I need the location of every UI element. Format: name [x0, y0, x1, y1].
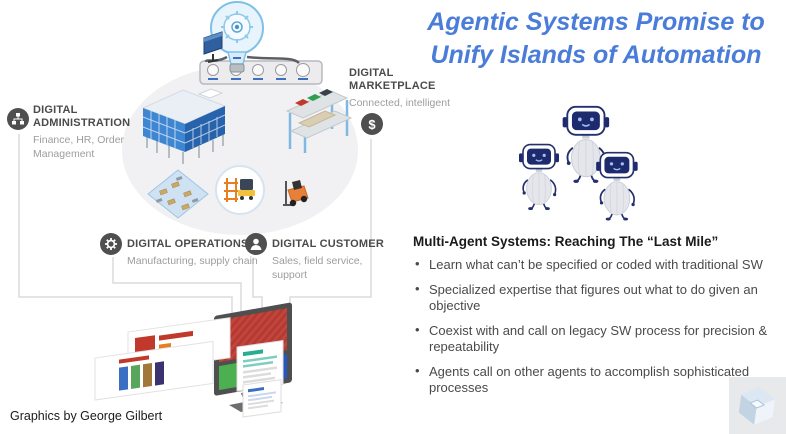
- idea-bulb-icon: [210, 1, 264, 73]
- node-digital-customer: DIGITAL CUSTOMER Sales, field service, s…: [272, 238, 384, 282]
- bullet-item: Agents call on other agents to accomplis…: [414, 363, 786, 397]
- bar-chart-card: [94, 340, 214, 401]
- forklift: [283, 180, 309, 207]
- control-strip: [199, 60, 323, 85]
- document-card-small: [242, 379, 282, 418]
- document-card: [236, 339, 284, 392]
- office-building: [141, 88, 227, 164]
- node-subtitle: Manufacturing, supply chain: [127, 255, 258, 267]
- org-chart-icon: [7, 108, 29, 130]
- node-subtitle: Finance, HR, Order Management: [33, 134, 125, 160]
- title-line-2: Unify Islands of Automation: [430, 41, 762, 69]
- node-title: DIGITAL MARKETPLACE: [349, 67, 436, 92]
- node-subtitle: Sales, field service, support: [272, 255, 363, 281]
- agv-robot-circle: [215, 165, 265, 215]
- robot-icon: [595, 151, 639, 222]
- blue-panel: [203, 31, 223, 63]
- node-title: DIGITAL CUSTOMER: [272, 238, 384, 250]
- cube-logo-icon: [729, 377, 786, 434]
- node-title: DIGITAL OPERATIONS: [127, 238, 249, 250]
- islands-of-automation-diagram: [18, 1, 372, 418]
- robot-icon: [518, 143, 560, 211]
- gear-icon: [100, 233, 122, 255]
- node-digital-administration: DIGITAL ADMINISTRATION Finance, HR, Orde…: [33, 104, 139, 161]
- bullet-item: Learn what can’t be specified or coded w…: [414, 256, 786, 274]
- node-digital-marketplace: DIGITAL MARKETPLACE Connected, intellige…: [349, 67, 453, 110]
- robot-group-illustration: [518, 105, 639, 222]
- bullet-item: Specialized expertise that figures out w…: [414, 281, 786, 315]
- title-line-1: Agentic Systems Promise to: [427, 8, 765, 36]
- dollar-icon: $: [361, 113, 383, 135]
- credit-text: Graphics by George Gilbert: [10, 409, 163, 423]
- blueprint-map: [147, 169, 209, 219]
- bullet-list: Learn what can’t be specified or coded w…: [414, 256, 786, 405]
- warehouse-rack: [285, 89, 353, 153]
- node-digital-operations: DIGITAL OPERATIONS Manufacturing, supply…: [127, 238, 258, 268]
- person-icon: [245, 233, 267, 255]
- node-subtitle: Connected, intelligent: [349, 97, 450, 109]
- node-title: DIGITAL ADMINISTRATION: [33, 104, 131, 129]
- panel-heading: Multi-Agent Systems: Reaching The “Last …: [413, 234, 719, 249]
- page-title: Agentic Systems Promise to Unify Islands…: [406, 6, 786, 72]
- bullet-item: Coexist with and call on legacy SW proce…: [414, 322, 786, 356]
